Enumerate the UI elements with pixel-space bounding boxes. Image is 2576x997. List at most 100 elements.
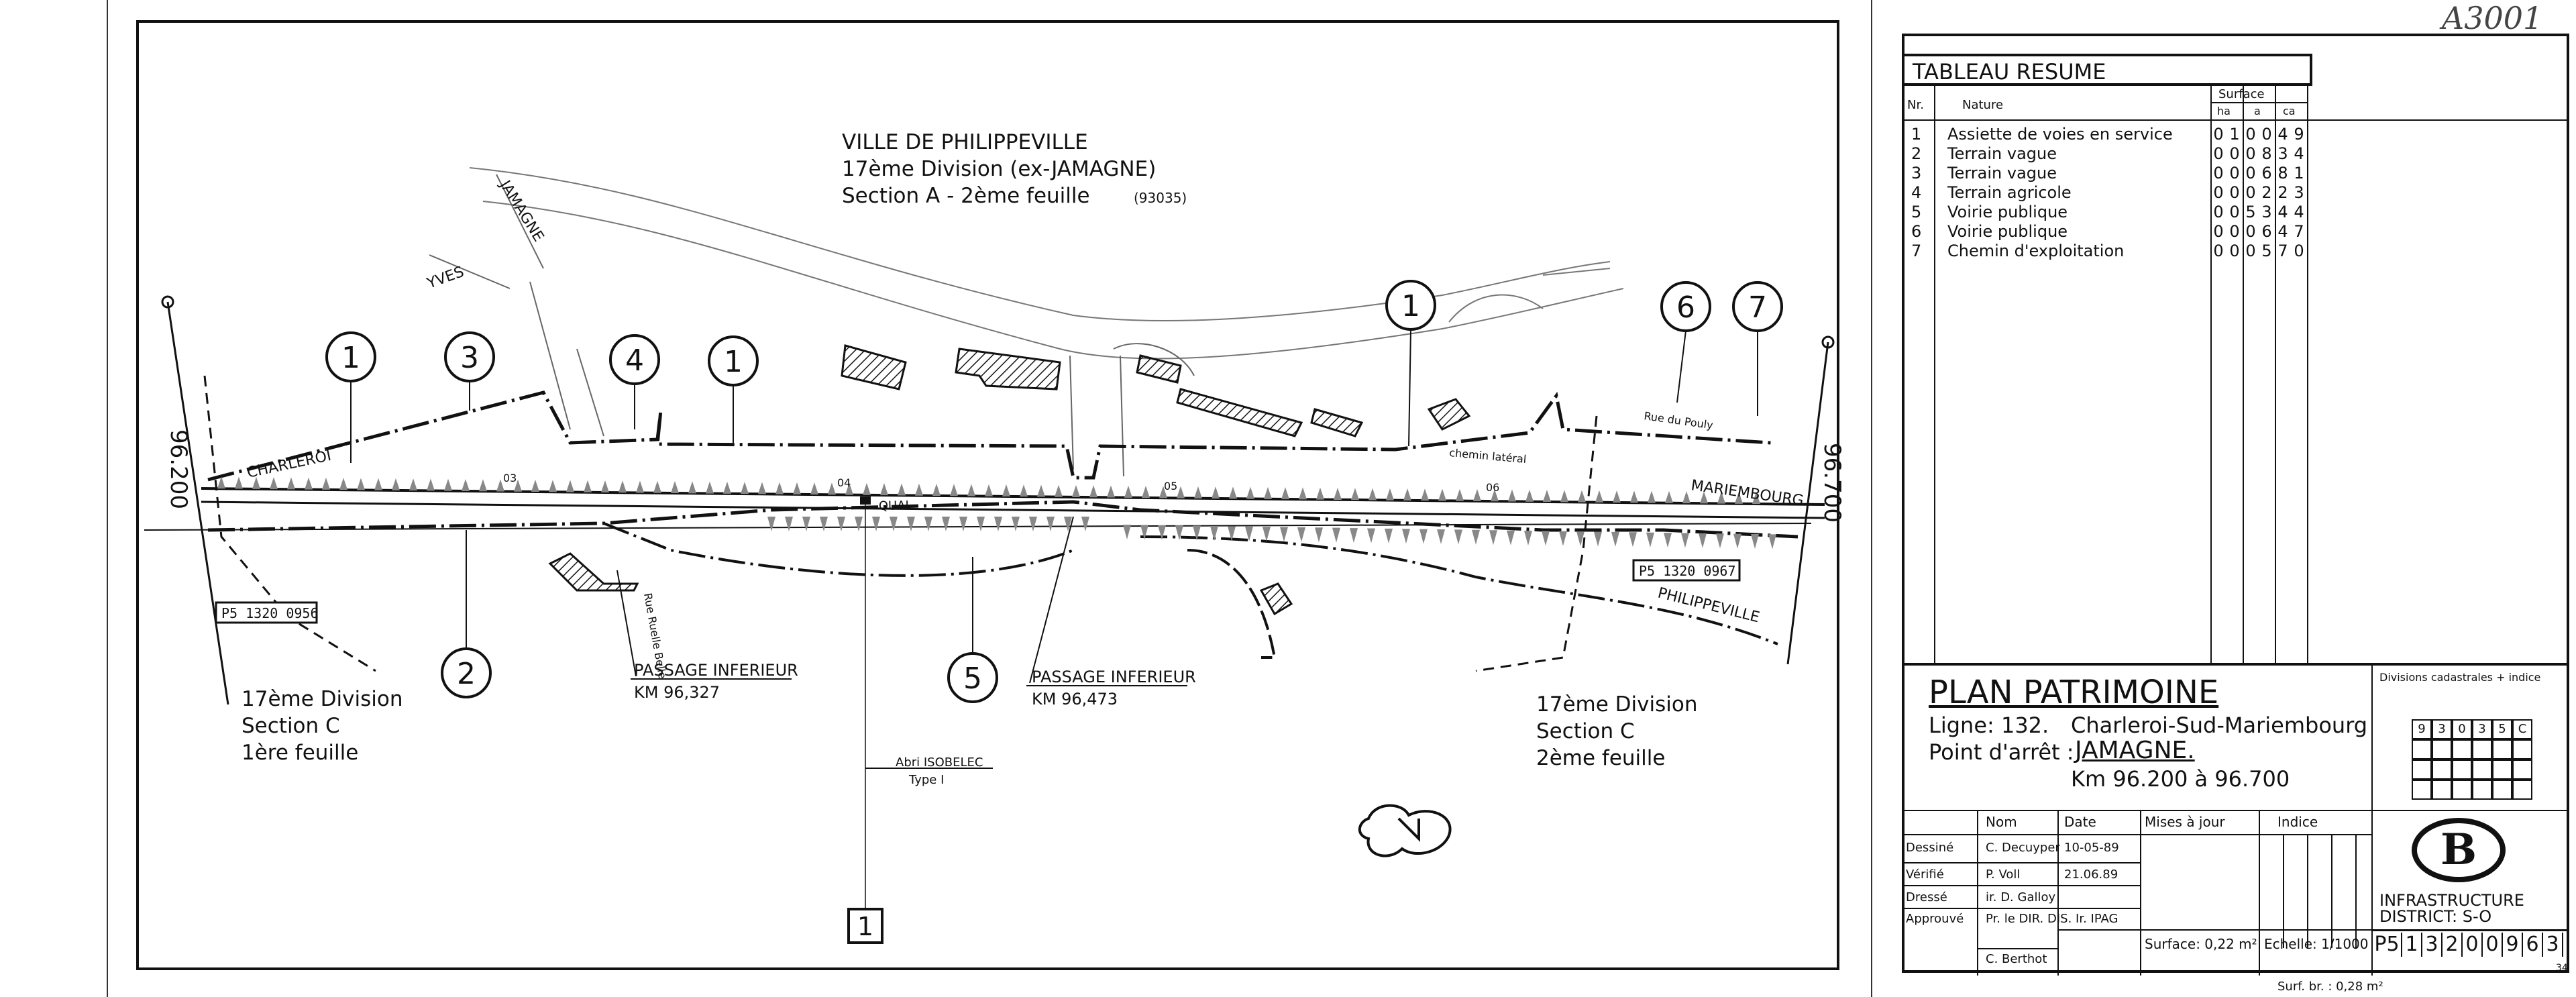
hatch-mark bbox=[1751, 534, 1759, 549]
surface-digit: 0 bbox=[2213, 242, 2224, 260]
hatch-mark bbox=[1630, 490, 1638, 503]
upper-road-curve bbox=[469, 167, 1611, 322]
surface-digit: 0 bbox=[2245, 144, 2256, 163]
street-label-rue-du-pouly: Rue du Pouly bbox=[1643, 409, 1713, 431]
svg-text:2: 2 bbox=[457, 657, 476, 691]
parcel-marker[interactable]: 3 bbox=[444, 331, 495, 411]
surface-digit: 3 bbox=[2277, 144, 2288, 163]
hatch-mark bbox=[1665, 490, 1673, 503]
hatch-mark bbox=[924, 517, 932, 531]
hatch-mark bbox=[1752, 492, 1760, 505]
row-nature: Chemin d'exploitation bbox=[1947, 242, 2125, 260]
side-streets bbox=[429, 174, 604, 437]
division-cell bbox=[2452, 759, 2472, 780]
hatch-mark bbox=[1681, 533, 1689, 548]
signature-date: 21.06.89 bbox=[2064, 868, 2118, 882]
map-title-line-3: Section A - 2ème feuille bbox=[842, 184, 1090, 208]
col-surface: Surface bbox=[2218, 87, 2265, 101]
hatch-mark bbox=[1491, 489, 1499, 502]
hatch-mark bbox=[1717, 491, 1725, 504]
division-cell bbox=[2472, 739, 2492, 759]
hatch-mark bbox=[1072, 485, 1080, 498]
surface-digit: 0 bbox=[2213, 203, 2224, 221]
hatch-mark bbox=[758, 482, 766, 494]
hatch-mark bbox=[1664, 533, 1672, 548]
hatch-mark bbox=[1210, 525, 1218, 541]
hatch-mark bbox=[855, 517, 863, 531]
row-nr: 5 bbox=[1911, 203, 1922, 221]
signature-role: Dessiné bbox=[1906, 841, 1954, 855]
street-label-quai: QUAI bbox=[879, 498, 909, 513]
surface-digit: 9 bbox=[2294, 125, 2304, 144]
tableau-title-box: TABLEAU RESUME bbox=[1902, 54, 2312, 86]
surface-digit: 4 bbox=[2277, 222, 2288, 241]
passage1-leader bbox=[616, 570, 637, 677]
hatch-mark bbox=[767, 517, 775, 531]
hatch-mark bbox=[1299, 487, 1307, 500]
parcel-marker[interactable]: 2 bbox=[441, 530, 492, 698]
hatch-mark bbox=[1002, 484, 1010, 496]
building bbox=[1136, 354, 1182, 384]
plan-ref-digit: 3 bbox=[2543, 933, 2563, 957]
col-nature: Nature bbox=[1962, 98, 2004, 112]
division-cell bbox=[2432, 759, 2452, 780]
ligne-label: Ligne: 132. bbox=[1929, 713, 2049, 738]
surface-digit: 0 bbox=[2294, 242, 2304, 260]
hatch-mark bbox=[619, 480, 627, 493]
parcel-marker[interactable]: 5 bbox=[947, 557, 998, 703]
hatch-mark bbox=[1682, 491, 1690, 504]
signature-nom: ir. D. Galloy bbox=[1986, 890, 2056, 904]
surface-digit: 0 bbox=[2213, 125, 2224, 144]
hatch-mark bbox=[967, 484, 975, 496]
parcel-marker[interactable]: 1 bbox=[708, 335, 759, 443]
row-nr: 4 bbox=[1911, 183, 1922, 202]
hatch-mark bbox=[723, 481, 731, 494]
division-cell bbox=[2432, 739, 2452, 759]
hatch-mark bbox=[785, 517, 793, 531]
ref-right: P5 1320 0967 bbox=[1639, 563, 1736, 579]
hatch-mark bbox=[820, 517, 828, 531]
row-nr: 6 bbox=[1911, 222, 1922, 241]
hatch-mark bbox=[1194, 486, 1202, 498]
sncb-logo-icon: B bbox=[2412, 818, 2506, 882]
division-cell bbox=[2472, 780, 2492, 800]
hatch-mark bbox=[270, 477, 278, 490]
parcel-marker[interactable]: 4 bbox=[609, 334, 660, 429]
infra-line-2: DISTRICT: S-O bbox=[2379, 907, 2492, 926]
surface-digit: 0 bbox=[2229, 242, 2240, 260]
approver-name: C. Berthot bbox=[1986, 952, 2047, 966]
page-mark: 34 bbox=[2556, 963, 2568, 974]
parcel-marker[interactable]: 1 bbox=[325, 331, 376, 463]
hatch-mark bbox=[1246, 486, 1254, 499]
hatch-mark bbox=[1524, 530, 1532, 545]
division-cell bbox=[2512, 759, 2532, 780]
cross-street bbox=[1069, 343, 1195, 477]
parcel-marker[interactable]: 1 bbox=[1385, 280, 1436, 447]
upper-road-curve-2 bbox=[482, 201, 1624, 360]
building bbox=[955, 348, 1061, 390]
hatch-mark bbox=[1525, 489, 1534, 502]
buildings bbox=[548, 344, 1471, 616]
hatch-mark bbox=[977, 517, 985, 531]
hatch-mark bbox=[1351, 488, 1359, 501]
plan-ref-digit: 2 bbox=[2443, 933, 2463, 957]
parcel-marker[interactable]: 7 bbox=[1732, 281, 1783, 416]
surface-digit: 1 bbox=[2229, 125, 2240, 144]
hatch-mark bbox=[810, 482, 818, 495]
hatch-mark bbox=[531, 479, 539, 492]
division-cell bbox=[2512, 780, 2532, 800]
hatch-mark bbox=[462, 478, 470, 491]
corner-ref: A3001 bbox=[2442, 0, 2543, 36]
hatch-mark bbox=[1578, 490, 1586, 503]
hatch-mark bbox=[985, 484, 993, 496]
sheet-number-box bbox=[847, 908, 883, 944]
parcel-marker[interactable]: 6 bbox=[1660, 281, 1711, 403]
abri-name: Abri ISOBELEC bbox=[896, 755, 983, 770]
hatch-mark bbox=[1613, 490, 1621, 503]
hdr-nom: Nom bbox=[1986, 814, 2017, 830]
division-cell bbox=[2492, 780, 2512, 800]
hatch-mark bbox=[1386, 488, 1394, 501]
surface-digit: 0 bbox=[2245, 222, 2256, 241]
